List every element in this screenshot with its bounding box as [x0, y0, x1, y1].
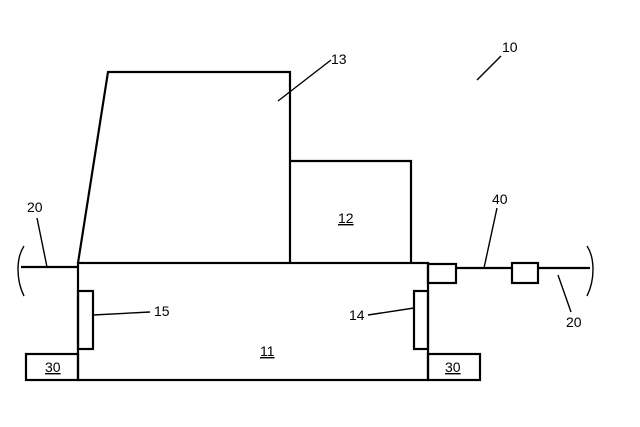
label-10: 10 [502, 39, 518, 55]
leader-14 [368, 308, 414, 315]
connector-block-right [512, 263, 538, 283]
label-40: 40 [492, 191, 508, 207]
leader-20-left [37, 218, 47, 267]
label-30-right: 30 [445, 359, 461, 375]
base-11-outline [78, 263, 428, 380]
leader-13 [278, 60, 331, 101]
label-15: 15 [154, 303, 170, 319]
leader-15 [93, 312, 150, 315]
rail-break-left [18, 246, 24, 296]
label-20-right: 20 [566, 314, 582, 330]
bracket-15 [78, 291, 93, 349]
component-13-outline [78, 72, 290, 263]
leader-40 [484, 208, 497, 268]
bracket-14 [414, 291, 428, 349]
leader-20-right [558, 275, 571, 312]
rail-break-right [587, 246, 593, 296]
label-14: 14 [349, 307, 365, 323]
label-13: 13 [331, 51, 347, 67]
label-20-left: 20 [27, 199, 43, 215]
leader-10 [477, 56, 501, 80]
label-30-left: 30 [45, 359, 61, 375]
label-11: 11 [260, 343, 275, 359]
label-12: 12 [338, 210, 354, 226]
connector-block-left [428, 264, 456, 283]
